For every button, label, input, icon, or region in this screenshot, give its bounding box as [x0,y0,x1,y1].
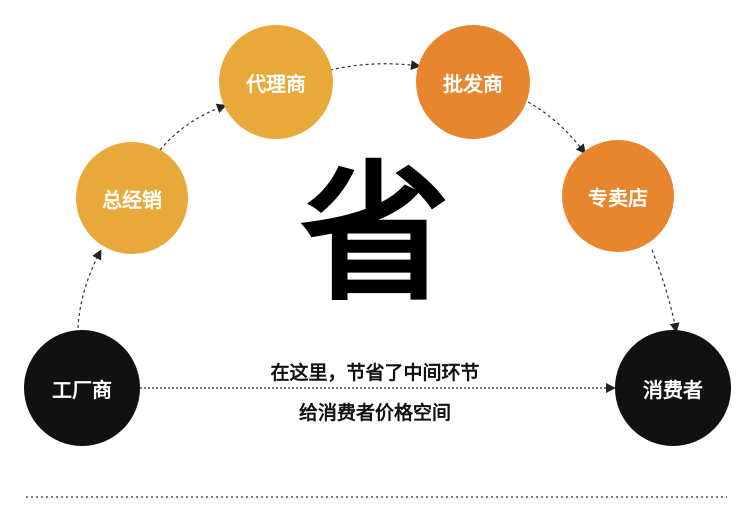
node-agent: 代理商 [219,25,333,139]
node-specialty-store-label: 专卖店 [588,185,648,210]
arrow-store-to-consumer [651,249,680,333]
node-specialty-store: 专卖店 [562,140,674,252]
node-consumer: 消费者 [615,330,731,446]
arrow-wholesaler-to-store [527,101,586,155]
arrow-agent-to-wholesaler [329,60,421,71]
node-agent-label: 代理商 [246,71,306,96]
caption-line-2: 给消费者价格空间 [298,402,451,424]
node-general-distributor-label: 总经销 [102,187,162,212]
caption-line-1: 在这里，节省了中间环节 [270,362,480,384]
node-consumer-label: 消费者 [643,377,703,402]
node-factory-label: 工厂商 [52,377,112,402]
arrow-general-to-agent [159,103,227,151]
node-wholesaler-label: 批发商 [443,71,503,96]
node-wholesaler: 批发商 [416,25,530,139]
node-factory: 工厂商 [24,330,140,446]
arrow-factory-to-general [77,249,102,329]
center-save-character: 省 [300,148,451,322]
node-general-distributor: 总经销 [76,142,188,254]
